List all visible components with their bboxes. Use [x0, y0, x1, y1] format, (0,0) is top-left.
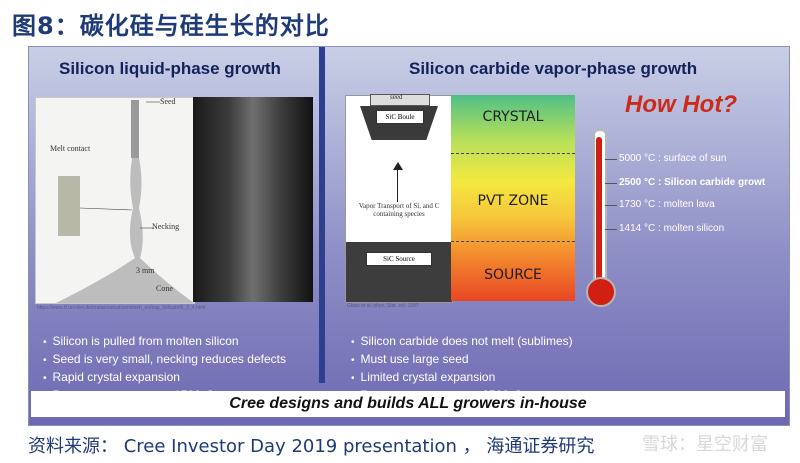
temp-tick — [605, 159, 617, 160]
figure-title: 图8：碳化硅与硅生长的对比 — [12, 12, 330, 40]
crystal-neck-sketch: Seed Melt contact Necking 3 mm Cone — [35, 97, 195, 304]
left-heading: Silicon liquid-phase growth — [59, 59, 281, 78]
neck-sketch-icon — [56, 100, 194, 303]
right-bullet: Silicon carbide does not melt (sublimes) — [351, 333, 573, 351]
source-line: 资料来源： Cree Investor Day 2019 presentatio… — [28, 436, 595, 457]
left-bullet: Seed is very small, necking reduces defe… — [43, 351, 286, 369]
thermometer-fill — [596, 137, 602, 287]
thermometer-bulb — [586, 277, 616, 307]
right-bullet: Limited crystal expansion — [351, 369, 573, 387]
zone-divider — [451, 153, 575, 154]
left-caption: https://www.tf.uni-kiel.de/matwis/amat/s… — [37, 305, 206, 311]
divider — [319, 47, 325, 383]
zone-divider — [451, 241, 575, 242]
right-caption: Glass et al. phys. Stat. sol. 1997 — [347, 303, 419, 309]
left-bullet: Silicon is pulled from molten silicon — [43, 333, 286, 351]
zone-source: SOURCE — [484, 267, 542, 283]
footer-banner: Cree designs and builds ALL growers in-h… — [31, 391, 785, 417]
temp-label: 1414 °C : molten silicon — [619, 223, 725, 234]
temp-label: 5000 °C : surface of sun — [619, 153, 727, 164]
seed-label: Seed — [160, 97, 176, 106]
temperature-gradient: CRYSTAL PVT ZONE SOURCE — [451, 95, 575, 301]
temp-tick — [605, 205, 617, 206]
necking-label: Necking — [152, 222, 180, 231]
silicon-ingot-photo — [193, 97, 313, 302]
watermark: 雪球：星空财富 — [642, 434, 768, 455]
slide: Silicon liquid-phase growth Seed Melt co… — [28, 46, 790, 426]
seed-box-label: seed — [390, 93, 403, 101]
melt-contact-label: Melt contact — [50, 144, 91, 153]
temp-label: 1730 °C : molten lava — [619, 199, 715, 210]
zone-crystal: CRYSTAL — [482, 109, 544, 125]
right-bullet: Must use large seed — [351, 351, 573, 369]
left-bullet: Rapid crystal expansion — [43, 369, 286, 387]
crucible-sketch: seed SiC Boule Vapor Transport of Si, an… — [345, 93, 453, 303]
mm-label: 3 mm — [136, 266, 155, 275]
right-heading: Silicon carbide vapor-phase growth — [409, 59, 698, 78]
pvt-diagram: seed SiC Boule Vapor Transport of Si, an… — [345, 93, 575, 303]
temp-tick — [605, 183, 617, 184]
temp-label: 2500 °C : Silicon carbide growt — [619, 177, 766, 188]
zone-pvt: PVT ZONE — [477, 193, 549, 209]
cone-label: Cone — [156, 284, 173, 293]
temp-tick — [605, 229, 617, 230]
source-box-label: SiC Source — [366, 252, 432, 266]
boule-label: SiC Boule — [376, 110, 424, 124]
transport-label: Vapor Transport of Si, and C containing … — [358, 202, 440, 218]
how-hot-heading: How Hot? — [625, 91, 737, 118]
